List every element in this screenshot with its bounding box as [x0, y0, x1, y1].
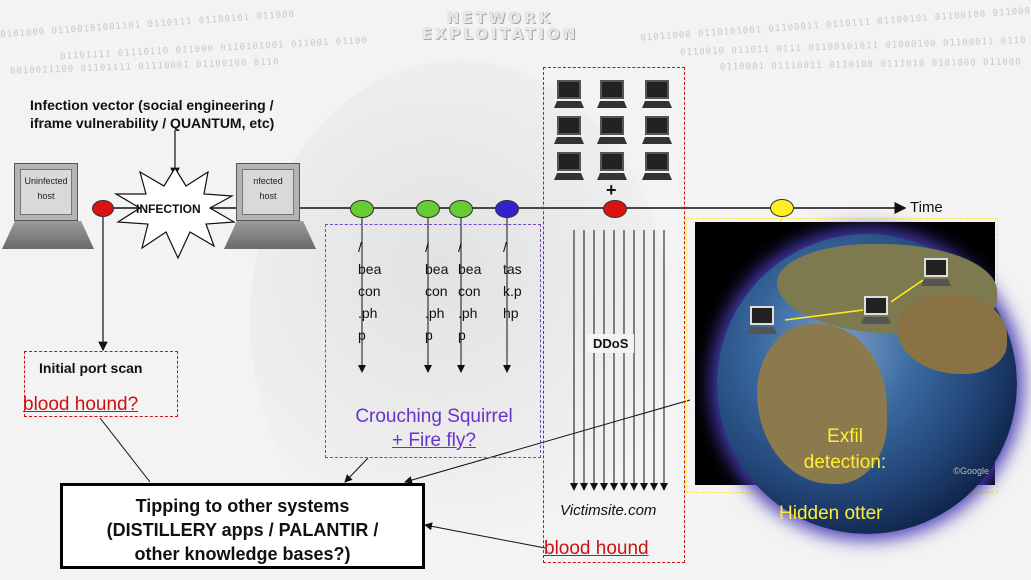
tipping-label: Tipping to other systems (DISTILLERY app…: [63, 494, 422, 566]
victimsite-label: Victimsite.com: [560, 502, 657, 519]
infection-vector-line1: Infection vector (social engineering /: [30, 97, 274, 113]
red-node-port-scan: [92, 200, 114, 217]
earth-watermark: ©Google: [953, 466, 989, 476]
tipping-label-line1: Tipping to other systems: [135, 496, 350, 516]
red-node-ddos: [603, 200, 627, 218]
bot-laptop-icon: [597, 80, 627, 110]
bot-laptop-icon: [597, 116, 627, 146]
green-node-beacon-1: [350, 200, 374, 218]
diagram-lines: [95, 130, 907, 549]
bot-laptop-icon: [642, 152, 672, 182]
bot-laptop-icon: [642, 116, 672, 146]
beacon-4-char-2: k.p: [503, 283, 522, 299]
beacon-3-char-4: p: [458, 327, 466, 343]
earth-globe: [717, 234, 1017, 534]
infected-host-label-2: host: [259, 191, 277, 201]
infected-host-laptop: nfected host: [224, 163, 316, 253]
green-node-beacon-2: [416, 200, 440, 218]
infected-host-label-1: nfected: [253, 176, 283, 186]
beacon-label-4: / tas k.p hp: [503, 236, 529, 324]
beacon-label-3: / bea con .ph p: [458, 236, 484, 346]
time-label: Time: [910, 199, 943, 216]
beacon-3-char-0: /: [458, 239, 462, 255]
beacon-1-char-2: con: [358, 283, 381, 299]
ddos-sublabel: blood hound: [544, 538, 649, 559]
uninfected-host-label-1: Uninfected: [24, 176, 68, 186]
green-node-beacon-3: [449, 200, 473, 218]
beacon-1-char-4: p: [358, 327, 366, 343]
laptop-screen-inner: Uninfected host: [20, 169, 72, 215]
beacon-2-char-2: con: [425, 283, 448, 299]
beacon-1-char-0: /: [358, 239, 362, 255]
laptop-base: [2, 221, 94, 249]
laptop-screen: Uninfected host: [14, 163, 78, 221]
squirrel-box: Crouching Squirrel + Fire fly?: [325, 224, 541, 458]
portscan-to-tipping-line: [99, 417, 151, 483]
infection-label: INFECTION: [136, 202, 201, 216]
beacon-4-char-3: hp: [503, 305, 519, 321]
exfil-laptop-icon: [747, 306, 777, 336]
slide-title: NETWORK EXPLOITATION: [400, 10, 600, 42]
beacon-3-char-2: con: [458, 283, 481, 299]
bot-laptop-icon: [642, 80, 672, 110]
beacon-2-char-4: p: [425, 327, 433, 343]
ddos-lines: [570, 230, 668, 491]
beacon-1-char-1: bea: [358, 261, 382, 277]
blue-node-task: [495, 200, 519, 218]
bot-laptop-icon: [597, 152, 627, 182]
bot-laptop-icon: [554, 116, 584, 146]
exfil-label-line2: detection:: [803, 452, 887, 473]
infection-starburst: [113, 166, 236, 260]
ddos-box: DDoS Victimsite.com blood hound: [543, 67, 685, 563]
port-scan-box: Initial port scan blood hound?: [23, 351, 178, 417]
exfil-laptop-icon: [921, 258, 951, 288]
beacon-4-char-1: tas: [503, 261, 522, 277]
beacon-1-char-3: .ph: [358, 305, 378, 321]
tipping-box: Tipping to other systems (DISTILLERY app…: [60, 483, 425, 569]
squirrel-label-line2: + Fire fly?: [392, 430, 476, 451]
exfil-to-tipping-arrow: [404, 399, 691, 484]
exfil-sublabel: Hidden otter: [779, 503, 883, 524]
bot-laptop-icon: [554, 80, 584, 110]
exfil-connections: [784, 279, 924, 321]
ddos-plus-label: +: [606, 180, 617, 200]
port-scan-label: Initial port scan: [39, 360, 143, 376]
botnet-grid: [544, 68, 684, 188]
beacon-4-char-0: /: [503, 239, 507, 255]
exfil-label: Exfil detection:: [780, 424, 910, 476]
laptop-screen: nfected host: [236, 163, 300, 221]
squirrel-to-tipping-arrow: [344, 457, 369, 483]
tipping-label-line2: (DISTILLERY apps / PALANTIR /: [106, 520, 379, 540]
squirrel-label: Crouching Squirrel + Fire fly?: [326, 405, 542, 453]
beacon-3-char-3: .ph: [458, 305, 478, 321]
beacon-2-char-1: bea: [425, 261, 449, 277]
laptop-base: [224, 221, 316, 249]
beacon-3-char-1: bea: [458, 261, 482, 277]
exfil-laptop-icon: [861, 296, 891, 326]
beacon-2-char-0: /: [425, 239, 429, 255]
tipping-label-line3: other knowledge bases?): [134, 544, 351, 564]
earth-image: Exfil detection: ©Google: [695, 222, 1017, 534]
infection-vector-line2: iframe vulnerability / QUANTUM, etc): [30, 115, 275, 131]
squirrel-label-line1: Crouching Squirrel: [355, 406, 513, 427]
slide-title-line2: EXPLOITATION: [421, 25, 579, 43]
bot-laptop-icon: [554, 152, 584, 182]
earth-land-africa: [757, 324, 887, 484]
infection-vector-label: Infection vector (social engineering / i…: [30, 96, 350, 132]
laptop-screen-inner: nfected host: [242, 169, 294, 215]
yellow-node-exfil: [770, 199, 794, 217]
earth-land-asia: [897, 294, 1007, 374]
port-scan-sublabel: blood hound?: [23, 394, 139, 415]
uninfected-host-laptop: Uninfected host: [2, 163, 94, 253]
exfil-label-line1: Exfil: [827, 426, 863, 447]
uninfected-host-label-2: host: [37, 191, 55, 201]
beacon-label-2: / bea con .ph p: [425, 236, 451, 346]
slide-title-line1: NETWORK: [446, 9, 554, 27]
victimsite-to-tipping-arrow: [424, 522, 546, 549]
ddos-label: DDoS: [587, 334, 635, 353]
beacon-label-1: / bea con .ph p: [358, 236, 384, 346]
beacon-2-char-3: .ph: [425, 305, 445, 321]
